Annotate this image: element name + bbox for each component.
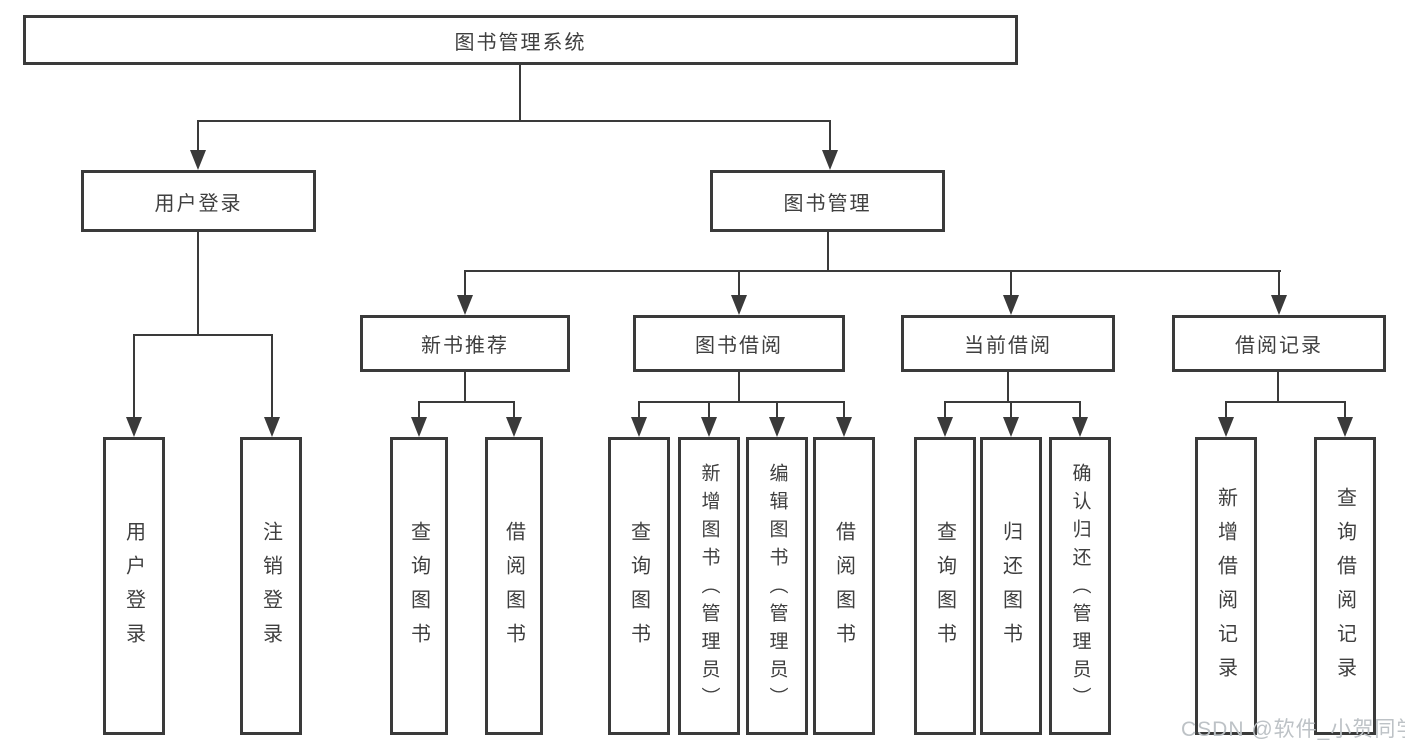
connector-borrowing-stem [738,372,740,403]
connector-drop-bb-query [638,401,640,419]
arrowhead-logout-leaf [264,417,280,437]
arrowhead-cb-confirm [1072,417,1088,437]
connector-drop-borrow-records [1278,270,1280,298]
arrowhead-bb-edit [769,417,785,437]
arrowhead-br-query [1337,417,1353,437]
connector-root-hbar [197,120,831,122]
arrowhead-book-mgmt [822,150,838,170]
connector-drop-current-borrow [1010,270,1012,298]
connector-userlogin-stem [197,232,199,336]
leaf-bb-edit-books-admin: 编辑图书（管理员） [746,437,808,735]
arrowhead-cb-query [937,417,953,437]
arrowhead-new-books [457,295,473,315]
connector-drop-cb-confirm [1079,401,1081,419]
leaf-cb-return-books: 归还图书 [980,437,1042,735]
connector-current-stem [1007,372,1009,403]
connector-borrowing-hbar [638,401,845,403]
connector-records-hbar [1225,401,1345,403]
connector-drop-login-leaf [133,334,135,419]
leaf-bb-borrow-books: 借阅图书 [813,437,875,735]
connector-drop-nb-query [418,401,420,419]
connector-bookmgmt-hbar [464,270,1281,272]
connector-drop-new-books [464,270,466,298]
leaf-br-query-record: 查询借阅记录 [1314,437,1376,735]
connector-drop-book-borrow [738,270,740,298]
leaf-br-add-record: 新增借阅记录 [1195,437,1257,735]
leaf-bb-add-books-admin: 新增图书（管理员） [678,437,740,735]
node-book-management: 图书管理 [710,170,945,232]
arrowhead-nb-query [411,417,427,437]
node-root-library-system: 图书管理系统 [23,15,1018,65]
connector-drop-cb-query [944,401,946,419]
leaf-cb-query-books: 查询图书 [914,437,976,735]
connector-drop-cb-return [1010,401,1012,419]
arrowhead-login-leaf [126,417,142,437]
arrowhead-cb-return [1003,417,1019,437]
arrowhead-bb-add [701,417,717,437]
arrowhead-nb-borrow [506,417,522,437]
connector-drop-logout-leaf [271,334,273,419]
node-borrowing-records: 借阅记录 [1172,315,1386,372]
connector-userlogin-hbar [133,334,273,336]
csdn-watermark: CSDN @软件_小贺同学 [1181,718,1405,741]
arrowhead-br-add [1218,417,1234,437]
connector-bookmgmt-stem [827,232,829,272]
connector-drop-br-query [1344,401,1346,419]
connector-drop-bb-edit [776,401,778,419]
connector-drop-nb-borrow [513,401,515,419]
arrowhead-bb-query [631,417,647,437]
connector-newbooks-hbar [418,401,515,403]
node-new-book-recommend: 新书推荐 [360,315,570,372]
connector-records-stem [1277,372,1279,403]
leaf-nb-query-books: 查询图书 [390,437,448,735]
arrowhead-borrow-records [1271,295,1287,315]
node-user-login: 用户登录 [81,170,316,232]
arrowhead-book-borrow [731,295,747,315]
connector-drop-br-add [1225,401,1227,419]
leaf-nb-borrow-books: 借阅图书 [485,437,543,735]
connector-drop-bb-borrow [843,401,845,419]
arrowhead-bb-borrow [836,417,852,437]
connector-drop-user-login [197,120,199,154]
node-current-borrowing: 当前借阅 [901,315,1115,372]
leaf-bb-query-books: 查询图书 [608,437,670,735]
connector-root-stem [519,65,521,121]
arrowhead-current-borrow [1003,295,1019,315]
node-book-borrowing: 图书借阅 [633,315,845,372]
connector-newbooks-stem [464,372,466,403]
leaf-user-login: 用户登录 [103,437,165,735]
connector-current-hbar [944,401,1081,403]
arrowhead-user-login [190,150,206,170]
connector-drop-bb-add [708,401,710,419]
connector-drop-book-mgmt [829,120,831,154]
leaf-cb-confirm-return-admin: 确认归还（管理员） [1049,437,1111,735]
leaf-logout: 注销登录 [240,437,302,735]
